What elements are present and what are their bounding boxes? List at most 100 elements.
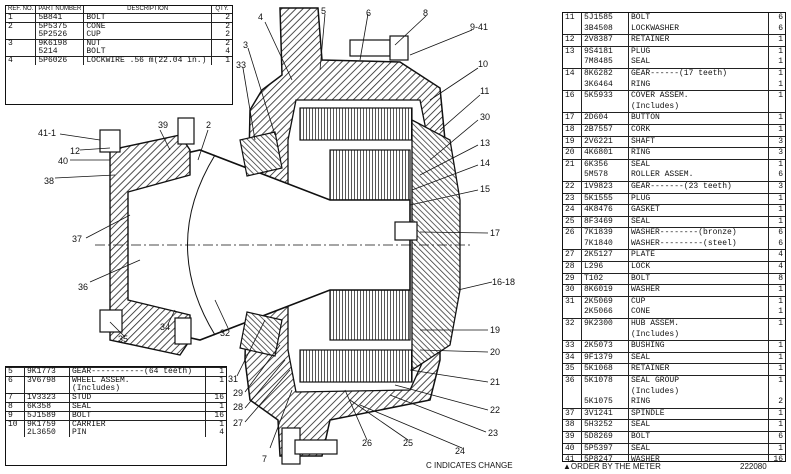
top-bolt — [349, 39, 391, 57]
callout-29: 29 — [233, 388, 243, 398]
change-note: C INDICATES CHANGE — [426, 461, 513, 470]
callout-16-18: 16-18 — [492, 277, 515, 287]
table-row: (Includes) — [6, 385, 226, 394]
callout-32: 32 — [220, 328, 230, 338]
final-drive-section-drawing: 4 5 6 8 9-41 10 11 30 13 14 15 17 16-18 … — [38, 6, 515, 465]
callout-10: 10 — [478, 59, 488, 69]
planet-gear-upper — [299, 107, 413, 141]
callout-22: 22 — [490, 405, 500, 415]
meter-note: ▲ORDER BY THE METER — [563, 462, 661, 471]
callout-39: 39 — [158, 120, 168, 130]
sun-gear — [329, 149, 411, 201]
callout-38: 38 — [44, 176, 54, 186]
callout-11: 11 — [480, 86, 489, 96]
callout-27: 27 — [233, 418, 243, 428]
callout-21: 21 — [490, 377, 500, 387]
callout-41-1: 41-1 — [38, 128, 56, 138]
callout-36: 36 — [78, 282, 88, 292]
callout-9-41: 9-41 — [470, 22, 488, 32]
callout-15: 15 — [480, 184, 490, 194]
callout-2: 2 — [206, 120, 211, 130]
callout-37: 37 — [72, 234, 82, 244]
callout-35: 35 — [118, 334, 128, 344]
callout-26: 26 — [362, 438, 372, 448]
table-row: (Includes) — [563, 386, 785, 398]
upper-bearing — [239, 131, 283, 177]
callout-30: 30 — [480, 112, 490, 122]
callout-6: 6 — [366, 8, 371, 18]
callout-12: 12 — [70, 146, 80, 156]
callout-14: 14 — [480, 158, 490, 168]
callout-7: 7 — [262, 454, 267, 464]
planet-gear-lower — [299, 349, 413, 383]
callout-17: 17 — [490, 228, 500, 238]
spindle-flange — [109, 134, 191, 356]
callout-25: 25 — [403, 438, 413, 448]
bolt-lower-left — [99, 309, 123, 333]
callout-3: 3 — [243, 40, 248, 50]
callout-13: 13 — [480, 138, 490, 148]
figure-number: 222080 — [740, 462, 767, 471]
bolt-upper-left — [99, 129, 121, 153]
table-row: (Includes) — [563, 101, 785, 113]
callout-19: 19 — [490, 325, 500, 335]
callout-40: 40 — [58, 156, 68, 166]
callout-34: 34 — [160, 322, 170, 332]
callout-20: 20 — [490, 347, 500, 357]
callout-5: 5 — [321, 6, 326, 16]
callout-8: 8 — [423, 8, 428, 18]
callout-24: 24 — [455, 446, 465, 456]
callout-33: 33 — [236, 60, 246, 70]
